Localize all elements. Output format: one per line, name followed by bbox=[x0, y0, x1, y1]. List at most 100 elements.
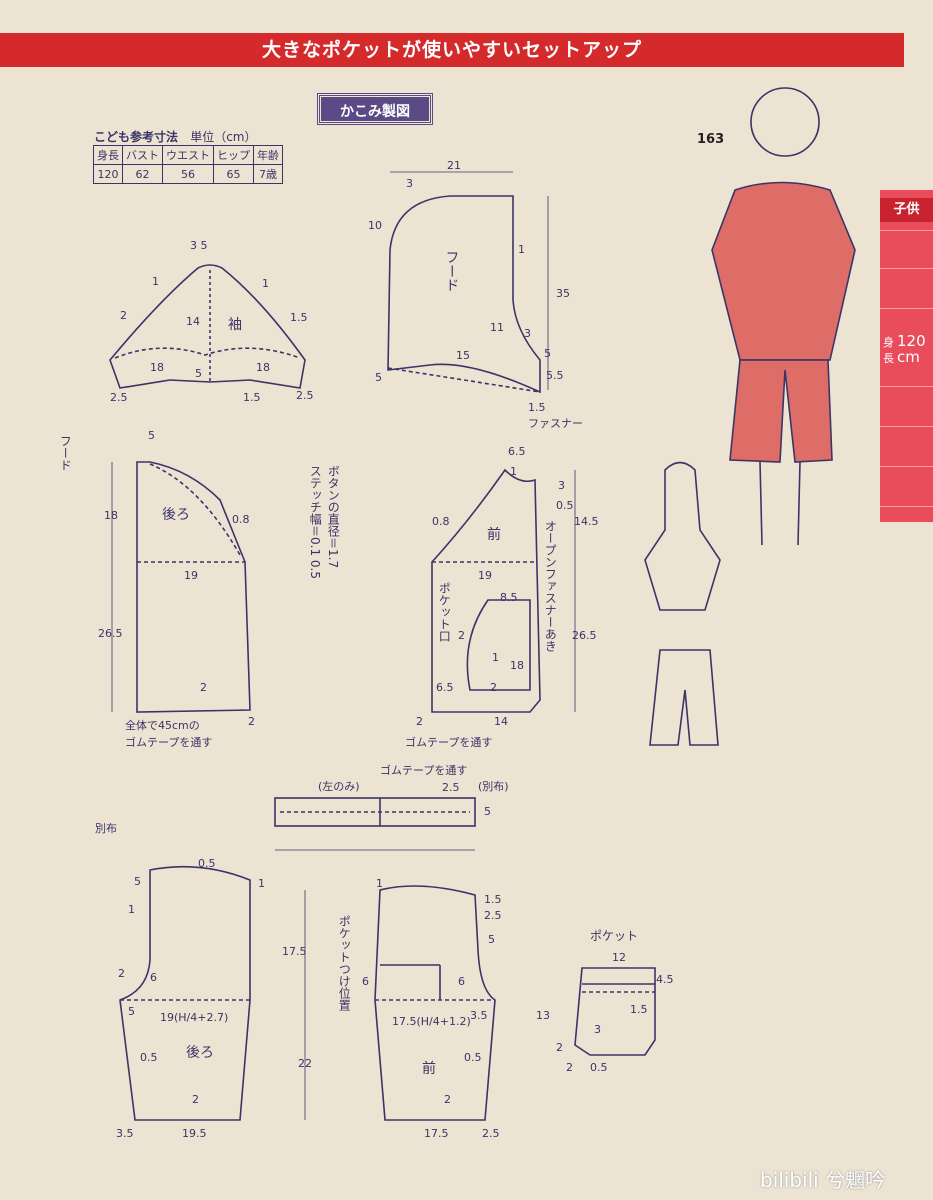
measurement: 5 bbox=[195, 367, 202, 380]
size-table-unit: 単位（cm） bbox=[190, 130, 257, 144]
measurement: 2 bbox=[556, 1041, 563, 1054]
measurement: 1 bbox=[258, 877, 265, 890]
button-note: ボタンの直径＝1.7 bbox=[326, 465, 341, 569]
table-cell: 120 bbox=[93, 164, 123, 184]
measurement: 2.5 bbox=[296, 389, 314, 402]
page-title: 大きなポケットが使いやすいセットアップ bbox=[261, 39, 642, 61]
pocket-label: ポケット bbox=[590, 929, 639, 943]
child-illustration bbox=[711, 87, 856, 546]
measurement: 26.5 bbox=[572, 629, 597, 642]
measurement: 3 bbox=[406, 177, 413, 190]
measurement: 1 bbox=[518, 243, 525, 256]
zipper-opening-note: オープンファスナーあき bbox=[543, 520, 558, 652]
measurement: 2 bbox=[120, 309, 127, 322]
title-banner: 大きなポケットが使いやすいセットアップ bbox=[0, 33, 904, 67]
elastic-note-1: 全体で45cmの bbox=[125, 719, 200, 732]
sleeve-label: 袖 bbox=[228, 317, 242, 333]
measurement: 1 bbox=[492, 651, 499, 664]
measurement: 5.5 bbox=[546, 369, 564, 382]
measurement: 1.5 bbox=[290, 311, 308, 324]
measurement: 14 bbox=[494, 715, 508, 728]
size-kanji-1: 身 bbox=[883, 336, 894, 349]
measurement: 0.5 bbox=[590, 1061, 608, 1074]
measurement: 0.5 bbox=[140, 1051, 158, 1064]
measurement: 21 bbox=[447, 159, 461, 172]
measurement: 18 bbox=[104, 509, 118, 522]
measurement: 1.5 bbox=[484, 893, 502, 906]
garment-illustration bbox=[644, 461, 721, 746]
front-label: 前 bbox=[487, 527, 501, 543]
measurement: 2 bbox=[416, 715, 423, 728]
measurement: 14.5 bbox=[574, 515, 599, 528]
measurement: 19.5 bbox=[182, 1127, 207, 1140]
measurement: 2 bbox=[248, 715, 255, 728]
measurement: 13 bbox=[536, 1009, 550, 1022]
measurement: 2 bbox=[192, 1093, 199, 1106]
measurement: 18 bbox=[150, 361, 164, 374]
measurement: 3 bbox=[558, 479, 565, 492]
pants-back-label: 後ろ bbox=[186, 1045, 214, 1061]
measurement: 1 bbox=[510, 465, 517, 478]
size-unit: cm bbox=[897, 348, 920, 366]
measurement: 35 bbox=[556, 287, 570, 300]
measurement: 0.5 bbox=[556, 499, 574, 512]
section-label: かこみ製図 bbox=[317, 93, 433, 125]
measurement: 2.5 bbox=[442, 781, 460, 794]
table-row: 120 62 56 65 7歳 bbox=[93, 164, 283, 184]
measurement: 15 bbox=[456, 349, 470, 362]
measurement: 1 bbox=[128, 903, 135, 916]
table-cell: ウエスト bbox=[162, 145, 214, 165]
measurement: 8.5 bbox=[500, 591, 518, 604]
table-cell: 56 bbox=[162, 164, 214, 184]
measurement: 17.5 bbox=[424, 1127, 449, 1140]
measurement: 6 bbox=[150, 971, 157, 984]
measurement: 1.5 bbox=[243, 391, 261, 404]
measurement: 0.8 bbox=[232, 513, 250, 526]
measurement: 2.5 bbox=[484, 909, 502, 922]
measurement: 5 bbox=[148, 429, 155, 442]
size-table-title: こども参考寸法 単位（cm） bbox=[94, 128, 257, 145]
hood-piece bbox=[387, 171, 549, 394]
pants-front-piece bbox=[304, 885, 496, 1121]
measurement: 10 bbox=[368, 219, 382, 232]
measurement: 6 bbox=[362, 975, 369, 988]
measurement: 6.5 bbox=[436, 681, 454, 694]
measurement: 17.5(H/4+1.2) bbox=[392, 1015, 471, 1028]
measurement: 3.5 bbox=[470, 1009, 488, 1022]
waistband-piece bbox=[274, 797, 476, 851]
front-bodice-piece bbox=[431, 468, 576, 713]
back-bodice-piece bbox=[111, 461, 251, 713]
pocket-position-note: ポケットつけ位置 bbox=[337, 915, 352, 1011]
stitch-note: ステッチ幅＝0.1 0.5 bbox=[308, 465, 323, 579]
waistband-elastic-note: ゴムテープを通す bbox=[380, 764, 468, 777]
measurement: 17.5 bbox=[282, 945, 307, 958]
measurement: 2 bbox=[566, 1061, 573, 1074]
measurement: 5 bbox=[134, 875, 141, 888]
hood-side-label: フード bbox=[58, 435, 73, 471]
measurement: 1.5 bbox=[630, 1003, 648, 1016]
measurement: 6 bbox=[458, 975, 465, 988]
page-number: 163 bbox=[697, 132, 725, 147]
measurement: 2.5 bbox=[482, 1127, 500, 1140]
measurement: 2 bbox=[118, 967, 125, 980]
measurement: 0.5 bbox=[198, 857, 216, 870]
size-kanji-2: 長 bbox=[883, 352, 894, 365]
hood-label: フード bbox=[443, 250, 460, 292]
measurement: 3.5 bbox=[116, 1127, 134, 1140]
measurement: 18 bbox=[510, 659, 524, 672]
measurement: 1 bbox=[262, 277, 269, 290]
table-cell: ヒップ bbox=[213, 145, 254, 165]
sleeve-piece bbox=[109, 264, 306, 389]
separate-fabric-label: 別布 bbox=[95, 822, 117, 835]
measurement: 2 bbox=[490, 681, 497, 694]
measurement: 2 bbox=[458, 629, 465, 642]
table-header-row: 身長 バスト ウエスト ヒップ 年齢 bbox=[93, 145, 283, 165]
category-tab: 子供 bbox=[880, 198, 933, 222]
measurement: 11 bbox=[490, 321, 504, 334]
measurement: 3 5 bbox=[190, 239, 208, 252]
measurement: 5 bbox=[544, 347, 551, 360]
measurement: 2 bbox=[200, 681, 207, 694]
size-table-heading: こども参考寸法 bbox=[94, 130, 179, 144]
